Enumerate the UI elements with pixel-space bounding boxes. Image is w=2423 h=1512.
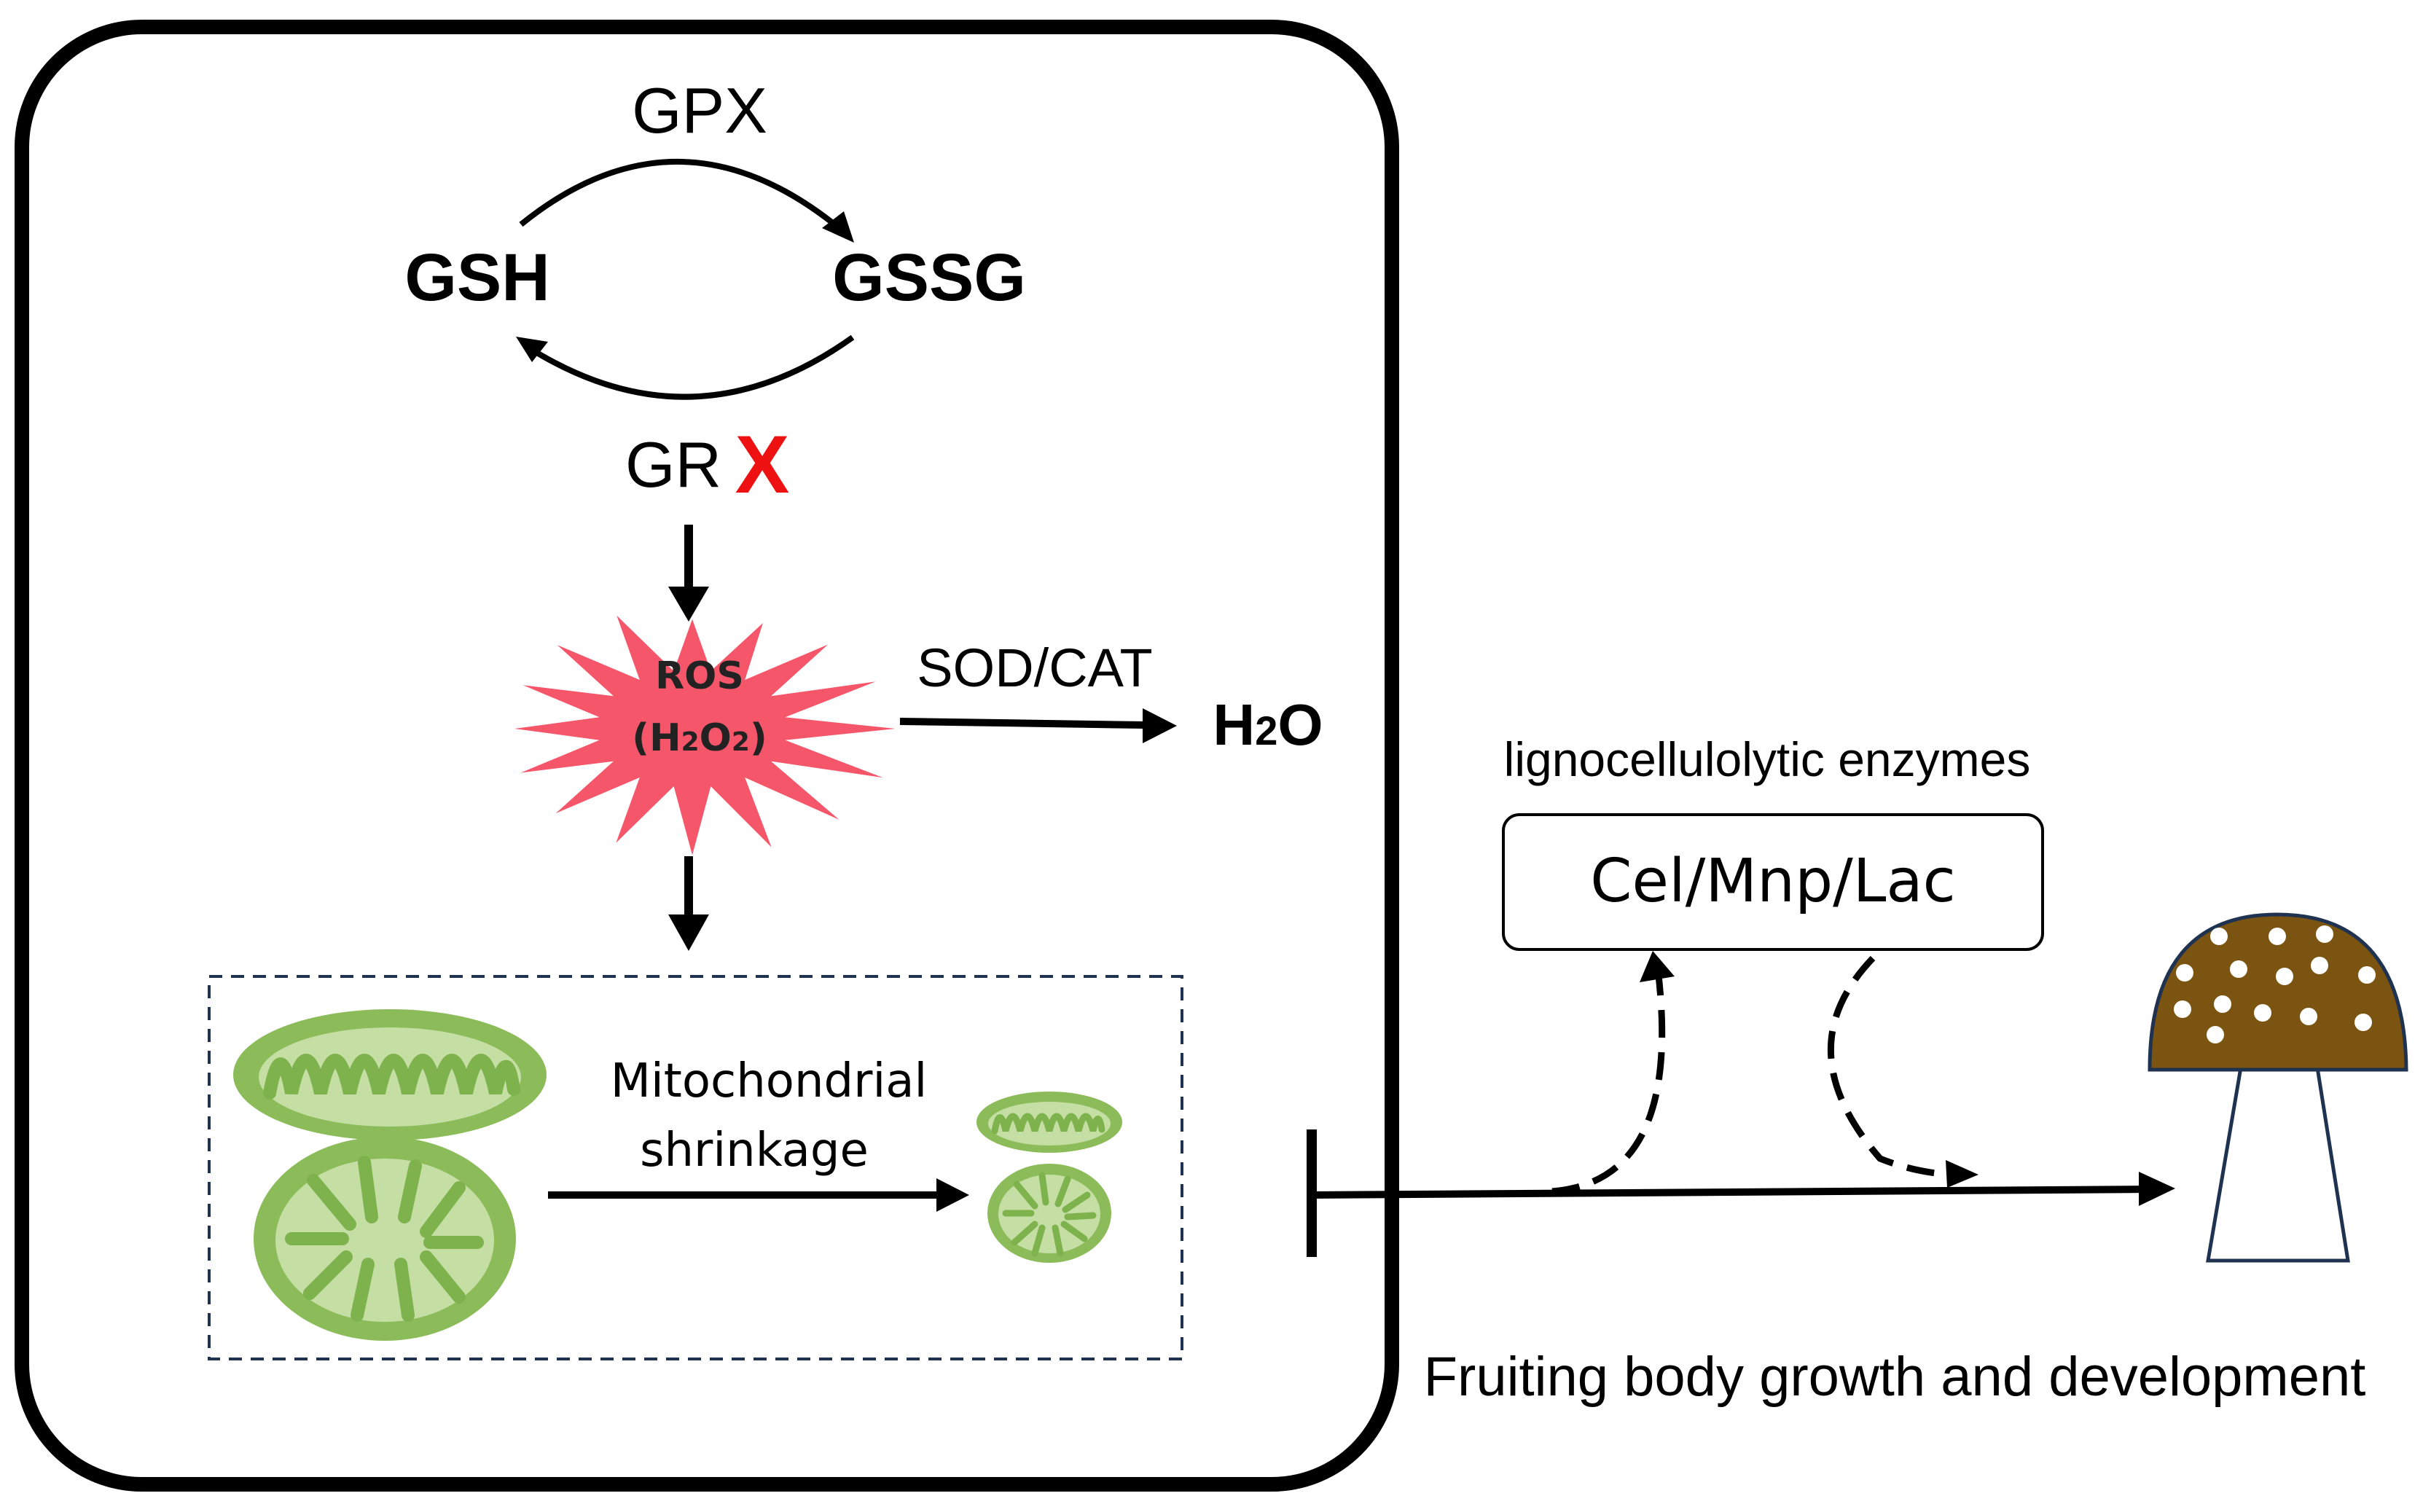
mitochondrion-icon [987,1164,1111,1263]
gr-arrowhead [516,337,548,362]
enzyme-induction-arrow [1551,968,1666,1195]
gpx-cycle-arrow [519,159,848,236]
h2o-product: H2O [1213,692,1323,757]
fruiting-arrowhead [2139,1172,2175,1206]
gr-inhibition-mark: X [735,419,790,510]
cell-boundary [15,20,1399,1492]
enzyme-effect-arrow [1827,955,1961,1178]
lignocellulolytic-caption: lignocellulolytic enzymes [1504,732,2031,786]
sodcat-arrow [899,718,1145,729]
gr-to-ros-arrowhead [668,587,709,622]
gr-cycle-arrow [524,334,855,400]
sodcat-arrowhead [1143,708,1177,743]
mitochondrion-icon [976,1092,1122,1153]
mitochondrion-icon [233,1009,547,1140]
mitochondrion-icon [254,1137,516,1341]
mito-shrinkage-label-1: Mitochondrial [611,1054,927,1108]
sodcat-label: SOD/CAT [917,638,1152,698]
mito-shrinkage-label-2: shrinkage [640,1124,869,1178]
fruiting-body-label: Fruiting body growth and development [1424,1346,2366,1408]
gsh-node: GSH [404,240,549,315]
enzyme-box [1502,813,2044,951]
mushroom-icon [2148,912,2408,1263]
gr-label: GR [625,428,721,501]
enzyme-box-label: Cel/Mnp/Lac [1590,847,1956,916]
enzyme-effect-arrowhead [1946,1160,1978,1188]
gpx-arrowhead [822,211,854,243]
ros-to-mito-arrowhead [668,914,709,951]
enzyme-induction-arrowhead [1640,951,1675,982]
gpx-label: GPX [632,74,767,146]
starburst-icon [514,615,896,855]
gssg-node: GSSG [832,240,1026,315]
mitochondria-panel [208,975,1183,1360]
ros-h2o2-label: (H2O2) [632,716,767,760]
mito-shrinkage-arrowhead [936,1178,969,1212]
ros-label: ROS [655,654,744,698]
inhibition-line [1311,1186,2150,1199]
